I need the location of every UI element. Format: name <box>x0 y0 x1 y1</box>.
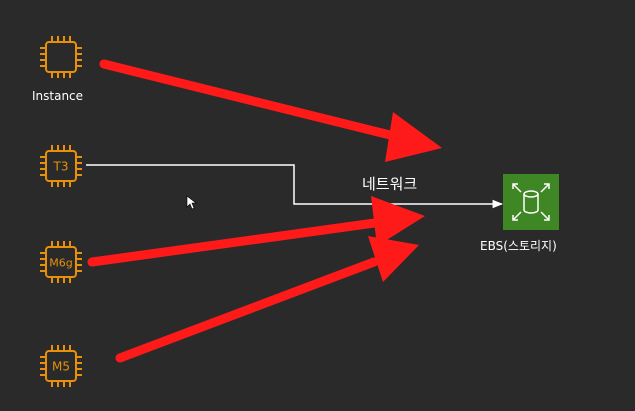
network-label: 네트워크 <box>362 175 418 193</box>
t3-chip-icon: T3 <box>39 144 83 188</box>
m6g-chip-label: M6g <box>49 257 72 270</box>
m5-chip-icon: M5 <box>39 344 83 388</box>
mouse-pointer-icon <box>186 195 197 210</box>
red-arrow-m5 <box>115 236 419 363</box>
ebs-volume-icon <box>503 174 559 230</box>
m5-chip-label: M5 <box>52 360 70 374</box>
ebs-storage-label: EBS(스토리지) <box>480 239 557 253</box>
instance-label: Instance <box>32 89 84 103</box>
m6g-chip-icon: M6g <box>39 240 83 284</box>
instance-chip-icon <box>39 35 83 79</box>
t3-chip-label: T3 <box>53 160 69 174</box>
network-connector-line <box>86 164 504 209</box>
red-arrow-m6g <box>87 196 425 267</box>
red-arrow-instance <box>99 59 442 162</box>
